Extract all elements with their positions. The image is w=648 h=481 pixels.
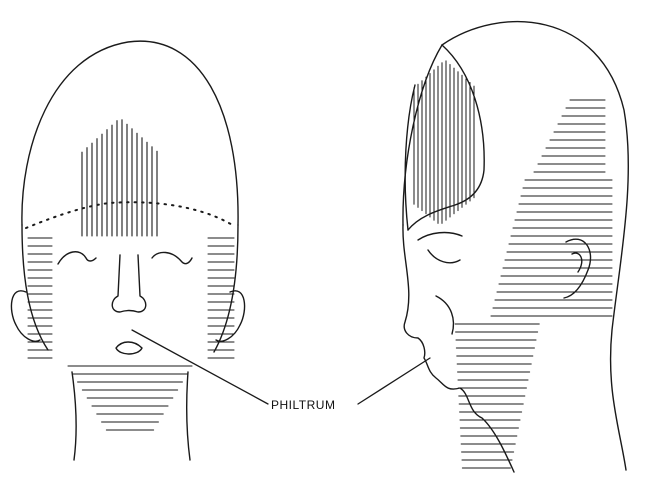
front-dotted-hairline [26,202,234,228]
side-hair-vertical-hatching [414,61,474,224]
front-left-cheek-line [22,225,48,350]
front-mouth [116,342,142,354]
side-brow [418,233,462,240]
leader-line-front [132,330,268,404]
front-neck-left [72,372,76,460]
front-neck-right [187,372,190,460]
leader-line-side [358,358,430,404]
side-ear-inner [572,253,582,272]
front-left-eye [58,252,96,264]
side-hatching [455,100,612,468]
front-hatching [28,120,234,430]
front-view-head [11,41,244,460]
side-cheek-line [436,296,453,334]
philtrum-label: PHILTRUM [271,398,335,412]
side-ear [564,239,591,298]
front-head-outline [22,41,238,225]
side-eye [428,250,460,263]
philtrum-leaders [132,330,430,404]
front-nose [112,255,146,312]
front-right-eye [152,252,192,263]
